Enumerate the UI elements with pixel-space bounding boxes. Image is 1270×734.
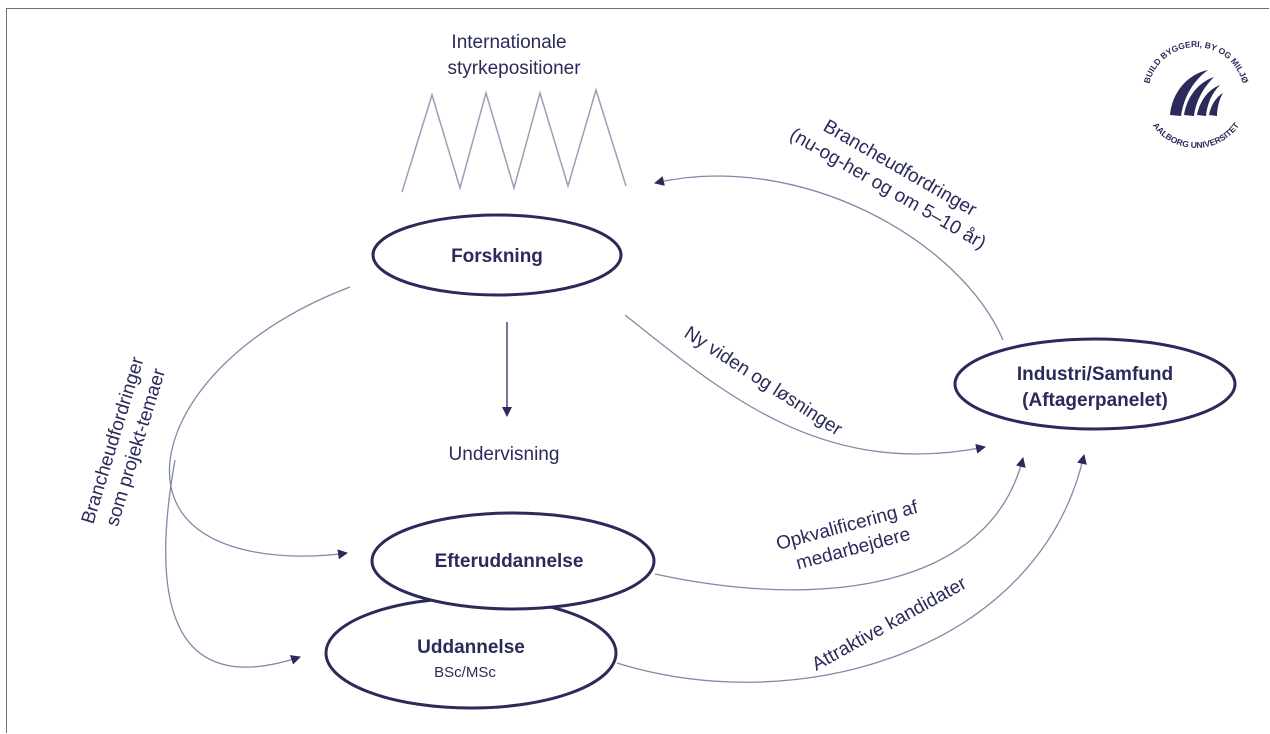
label-branche-left: Brancheudfordringer som projekt-temaer	[78, 354, 170, 529]
edge-efteruddannelse-to-industri	[654, 457, 1026, 591]
edge-uddannelse-to-industri	[616, 454, 1087, 683]
label-ny-viden: Ny viden og løsninger	[680, 323, 846, 441]
edge-forskning-to-industri	[624, 314, 986, 455]
aalborg-university-logo: BUILD BYGGERI, BY OG MILJØ AALBORG UNIVE…	[1142, 39, 1251, 150]
node-uddannelse-subtitle: BSc/MSc	[434, 664, 496, 681]
slide-frame	[6, 8, 1269, 733]
edge-forskning-to-efteruddannelse	[168, 286, 351, 560]
node-industri-line1: Industri/Samfund	[1017, 364, 1173, 385]
node-efteruddannelse-title: Efteruddannelse	[435, 551, 584, 572]
edge-industri-to-forskning	[654, 175, 1004, 341]
node-industri: Industri/Samfund (Aftagerpanelet)	[953, 337, 1237, 431]
node-forskning: Forskning	[371, 213, 623, 297]
edge-forskning-to-uddannelse	[165, 459, 301, 668]
node-forskning-title: Forskning	[451, 246, 543, 267]
label-branche-top: Brancheudfordringer (nu-og-her og om 5–1…	[786, 116, 989, 254]
label-opkvalificering: Opkvalificering af medarbejdere	[774, 497, 921, 575]
zigzag-peaks	[401, 87, 627, 193]
node-industri-line2: (Aftagerpanelet)	[1022, 390, 1168, 411]
node-uddannelse: Uddannelse BSc/MSc	[324, 596, 618, 710]
undervisning-label: Undervisning	[449, 444, 560, 465]
label-ny-viden-text: Ny viden og løsninger	[680, 323, 846, 441]
top-label-line2: styrkepositioner	[447, 58, 581, 79]
logo-wave-icon	[1170, 70, 1223, 116]
node-efteruddannelse: Efteruddannelse	[370, 511, 656, 611]
node-uddannelse-title: Uddannelse	[417, 637, 525, 658]
logo-ring-bottom-text: AALBORG UNIVERSITET	[1151, 120, 1242, 150]
top-label-line1: Internationale	[451, 32, 566, 53]
label-branche-top-line2: (nu-og-her og om 5–10 år)	[786, 124, 989, 254]
